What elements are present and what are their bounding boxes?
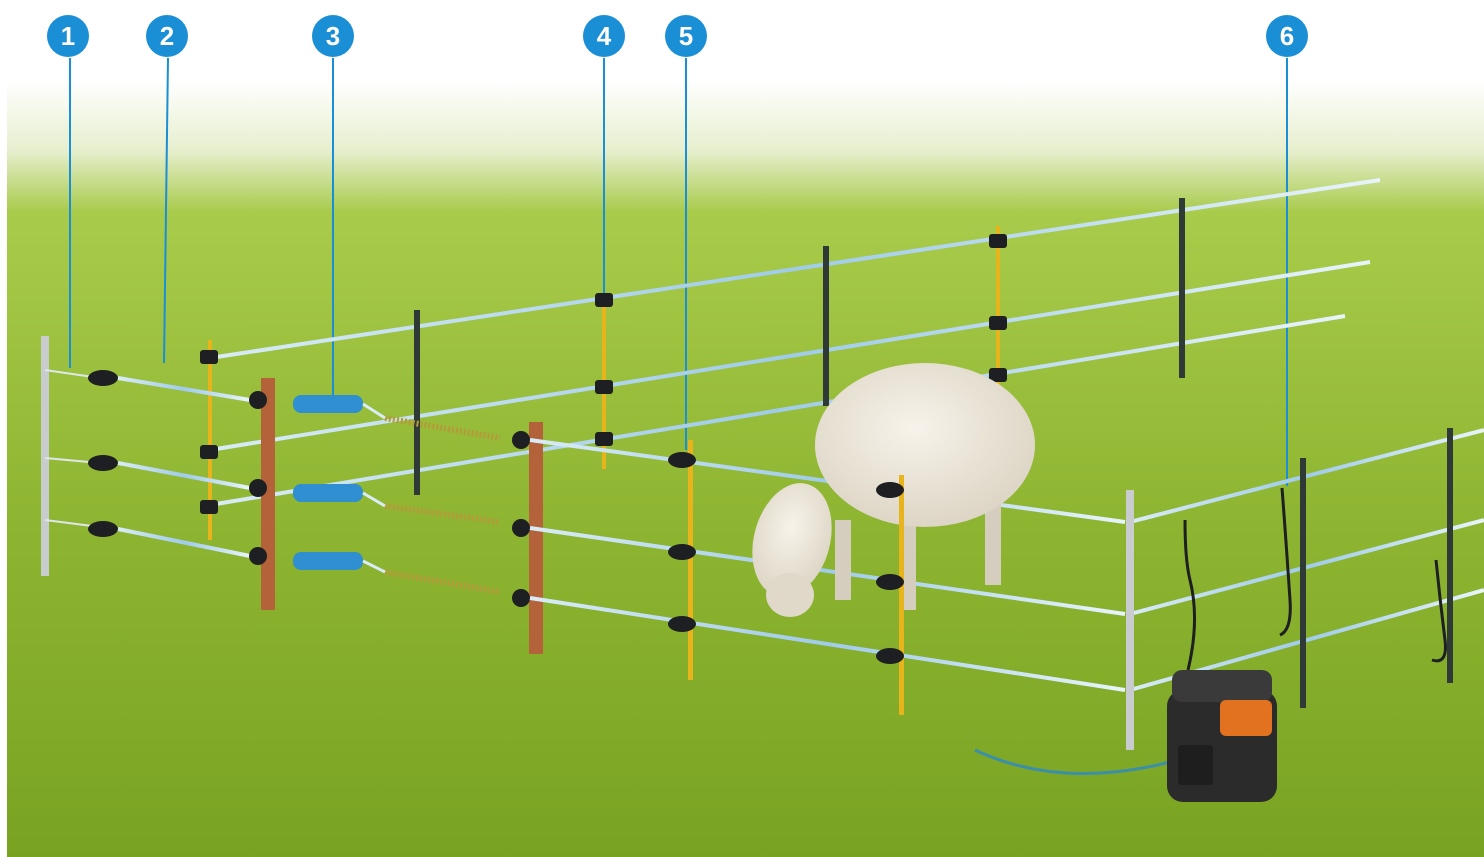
yellow-tread-post <box>688 440 693 680</box>
fiberglass-post <box>1179 198 1185 378</box>
corner-insulator-icon <box>88 455 118 471</box>
yellow-tread-post <box>996 226 1000 386</box>
fiberglass-post <box>414 310 420 495</box>
callout-badge-5: 5 <box>665 15 707 57</box>
yellow-tread-post <box>899 475 904 715</box>
callout-badge-4: 4 <box>583 15 625 57</box>
corner-insulator-icon <box>88 370 118 386</box>
callout-badge-1: 1 <box>47 15 89 57</box>
callout-badge-6: 6 <box>1266 15 1308 57</box>
fiberglass-post <box>1447 428 1453 683</box>
fiberglass-post <box>823 246 829 406</box>
fiberglass-post <box>1300 458 1306 708</box>
callout-badge-3: 3 <box>312 15 354 57</box>
callout-badge-2: 2 <box>146 15 188 57</box>
corner-insulator-icon <box>88 521 118 537</box>
